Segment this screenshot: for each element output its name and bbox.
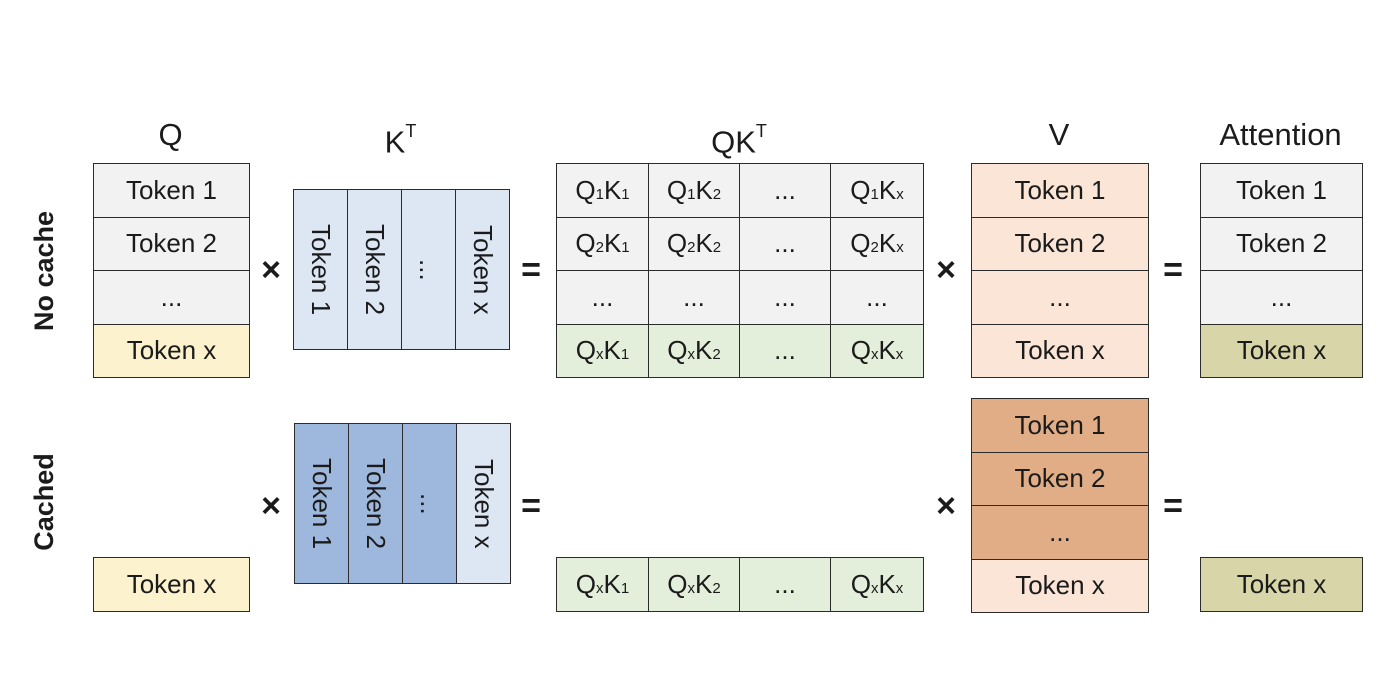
q-row-new-token: Token x <box>93 557 250 612</box>
v-row-cached: ... <box>971 505 1149 560</box>
row-label-no-cache: No cache <box>29 210 59 332</box>
qkt-cell-new: ... <box>739 323 831 378</box>
no-cache-attention-matrix: Token 1 Token 2 ... Token x <box>1200 163 1363 378</box>
attention-row: ... <box>1200 270 1363 325</box>
no-cache-kt-matrix: Token 1 Token 2 ... Token x <box>293 189 510 350</box>
multiply-operator: × <box>261 487 281 525</box>
kt-column: Token 2 <box>347 189 402 350</box>
qkt-cell: ... <box>648 270 740 325</box>
multiply-operator: × <box>261 251 281 289</box>
qkt-cell: ... <box>739 163 831 218</box>
kt-column-cached: ... <box>402 423 457 584</box>
cached-attention-matrix: Token x <box>1200 557 1363 612</box>
v-row: Token 1 <box>971 163 1149 218</box>
kt-column-new-token: Token x <box>456 423 511 584</box>
header-attention: Attention <box>1219 117 1342 152</box>
kt-column: Token 1 <box>293 189 348 350</box>
attention-row: Token 1 <box>1200 163 1363 218</box>
v-row: Token 2 <box>971 216 1149 271</box>
v-row-new-token: Token x <box>971 323 1149 378</box>
v-row: ... <box>971 270 1149 325</box>
multiply-operator: × <box>936 251 956 289</box>
header-v: V <box>1048 117 1070 152</box>
qkt-cell: ... <box>556 270 649 325</box>
qkt-cell: ... <box>830 270 924 325</box>
header-k-transpose: KT <box>384 121 417 160</box>
equals-operator: = <box>1163 251 1183 289</box>
v-row-cached: Token 1 <box>971 398 1149 453</box>
q-row: Token 2 <box>93 216 250 271</box>
kt-column-new-token: Token x <box>455 189 510 350</box>
equals-operator: = <box>1163 487 1183 525</box>
v-row-cached: Token 2 <box>971 451 1149 506</box>
row-label-cached: Cached <box>29 453 59 551</box>
kt-column-cached: Token 1 <box>294 423 349 584</box>
v-row-new-token: Token x <box>971 558 1149 613</box>
attention-row-new-token: Token x <box>1200 323 1363 378</box>
kt-column: ... <box>401 189 456 350</box>
q-row: Token 1 <box>93 163 250 218</box>
qkt-cell-new: ... <box>739 557 831 612</box>
equals-operator: = <box>521 487 541 525</box>
attention-row-new-token: Token x <box>1200 557 1363 612</box>
qkt-cell: ... <box>739 270 831 325</box>
cached-v-matrix: Token 1 Token 2 ... Token x <box>971 398 1149 613</box>
qkt-cell: ... <box>739 216 831 271</box>
cached-q-matrix: Token x <box>93 557 250 612</box>
no-cache-q-matrix: Token 1 Token 2 ... Token x <box>93 163 250 378</box>
cached-kt-matrix: Token 1 Token 2 ... Token x <box>294 423 511 584</box>
q-row-new-token: Token x <box>93 323 250 378</box>
header-q: Q <box>158 117 183 152</box>
q-row: ... <box>93 270 250 325</box>
header-qk-transpose: QKT <box>711 121 767 160</box>
kt-column-cached: Token 2 <box>348 423 403 584</box>
equals-operator: = <box>521 251 541 289</box>
no-cache-v-matrix: Token 1 Token 2 ... Token x <box>971 163 1149 378</box>
multiply-operator: × <box>936 487 956 525</box>
attention-row: Token 2 <box>1200 216 1363 271</box>
